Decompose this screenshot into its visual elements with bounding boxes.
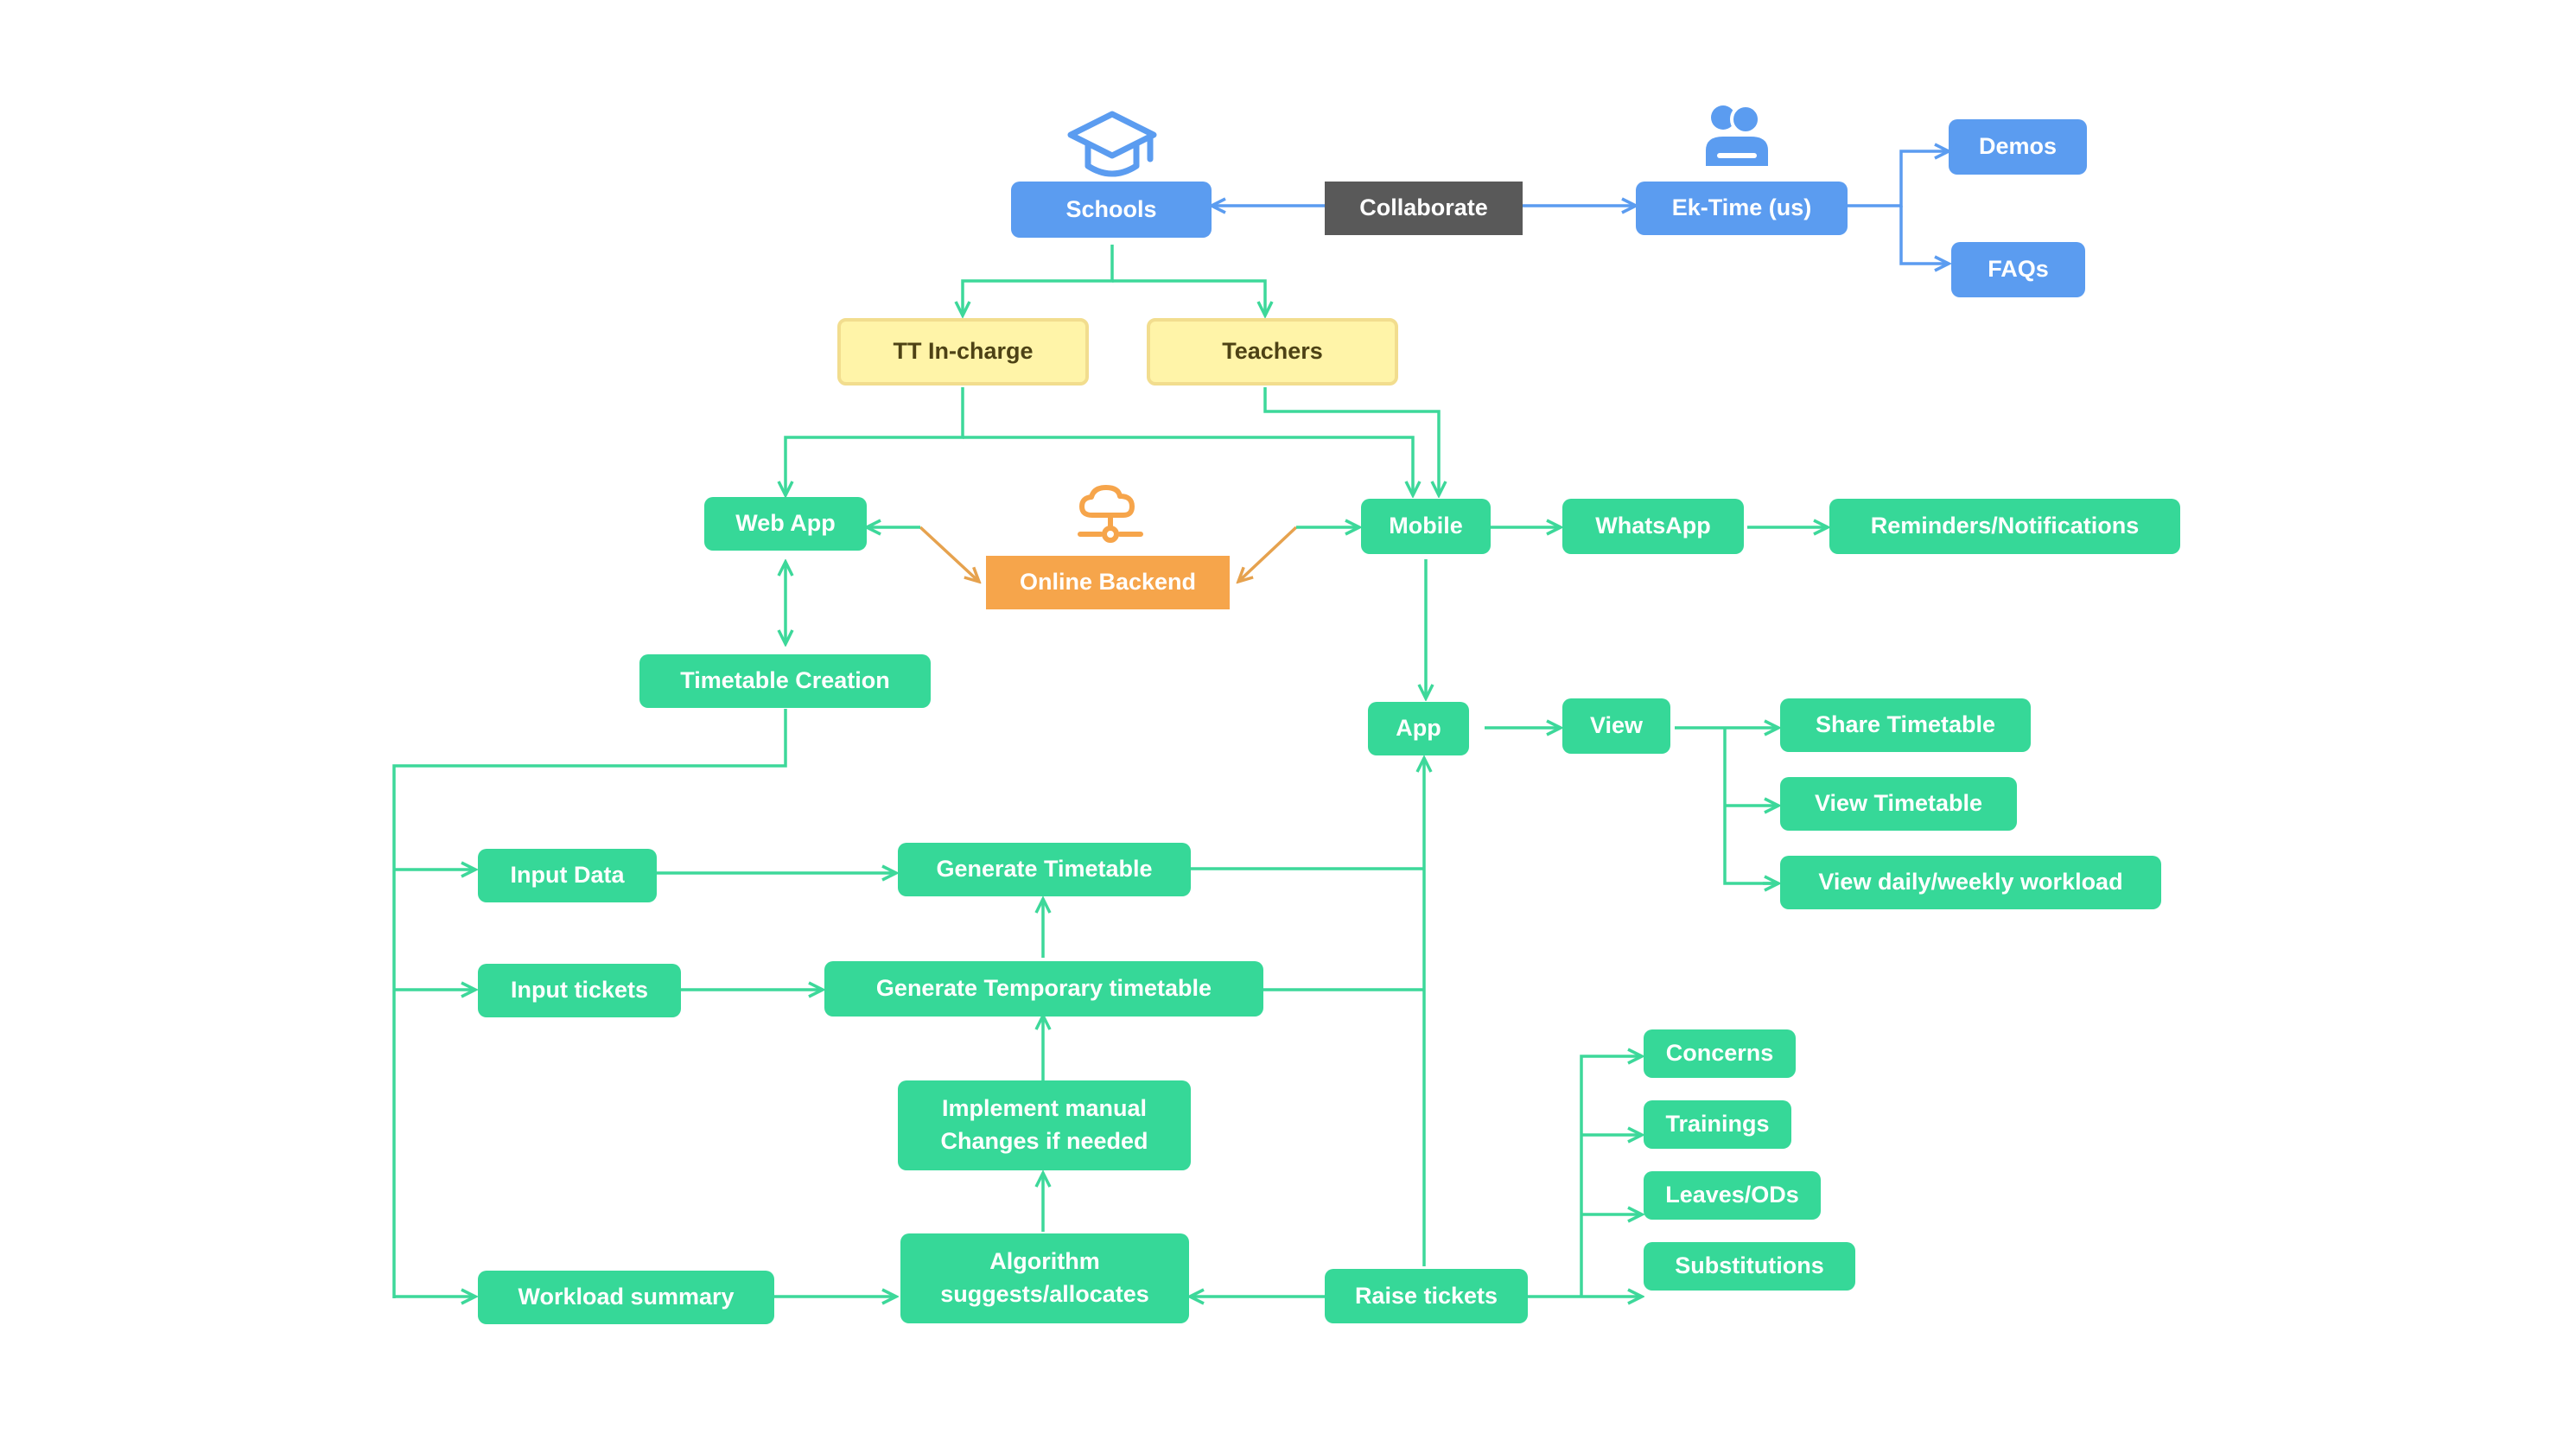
tt-incharge-label: TT In-charge xyxy=(893,338,1034,365)
whatsapp-label: WhatsApp xyxy=(1595,513,1711,539)
generate-temporary-timetable-node[interactable]: Generate Temporary timetable xyxy=(824,961,1263,1017)
input-tickets-label: Input tickets xyxy=(510,977,649,1004)
teachers-node[interactable]: Teachers xyxy=(1147,318,1398,386)
ek-time-node[interactable]: Ek-Time (us) xyxy=(1636,182,1848,235)
view-node[interactable]: View xyxy=(1562,698,1670,754)
demos-node[interactable]: Demos xyxy=(1949,119,2087,175)
graduation-cap-icon xyxy=(1067,111,1157,177)
generate-timetable-node[interactable]: Generate Timetable xyxy=(898,843,1191,896)
whatsapp-node[interactable]: WhatsApp xyxy=(1562,499,1744,554)
edge-ttincharge-webapp xyxy=(786,387,964,495)
view-timetable-label: View Timetable xyxy=(1814,790,1983,817)
tt-incharge-node[interactable]: TT In-charge xyxy=(837,318,1089,386)
timetable-creation-node[interactable]: Timetable Creation xyxy=(639,654,931,708)
collaborate-label: Collaborate xyxy=(1359,194,1488,221)
faqs-label: FAQs xyxy=(1988,256,2049,283)
app-node[interactable]: App xyxy=(1368,702,1469,755)
view-workload-node[interactable]: View daily/weekly workload xyxy=(1780,856,2161,909)
schools-label: Schools xyxy=(1065,195,1157,222)
workload-summary-label: Workload summary xyxy=(518,1284,735,1310)
web-app-label: Web App xyxy=(735,510,836,537)
view-timetable-node[interactable]: View Timetable xyxy=(1780,777,2017,831)
cloud-server-icon xyxy=(1078,485,1143,543)
raise-tickets-node[interactable]: Raise tickets xyxy=(1325,1269,1528,1323)
reminders-label: Reminders/Notifications xyxy=(1870,513,2140,539)
edge-ttincharge-mobile xyxy=(963,436,1413,495)
app-label: App xyxy=(1396,715,1441,742)
share-timetable-node[interactable]: Share Timetable xyxy=(1780,698,2031,752)
ek-time-label: Ek-Time (us) xyxy=(1671,194,1812,221)
edge-creation-trunk xyxy=(392,709,787,1298)
algorithm-label: Algorithm suggests/allocates xyxy=(940,1248,1149,1307)
implement-manual-changes-node[interactable]: Implement manual Changes if needed xyxy=(898,1080,1191,1170)
generate-timetable-label: Generate Timetable xyxy=(936,856,1153,883)
edge-schools-teachers xyxy=(1112,279,1265,315)
online-backend-label: Online Backend xyxy=(1019,569,1197,596)
edge-raise-concerns xyxy=(1580,1056,1642,1297)
implement-manual-changes-label: Implement manual Changes if needed xyxy=(940,1095,1148,1154)
leaves-ods-node[interactable]: Leaves/ODs xyxy=(1644,1171,1821,1220)
substitutions-label: Substitutions xyxy=(1675,1252,1824,1279)
mobile-label: Mobile xyxy=(1389,513,1463,539)
mobile-node[interactable]: Mobile xyxy=(1361,499,1491,554)
trainings-label: Trainings xyxy=(1665,1111,1770,1138)
concerns-node[interactable]: Concerns xyxy=(1644,1029,1796,1078)
demos-label: Demos xyxy=(1978,133,2058,160)
edge-ektime-faqs xyxy=(1899,206,1949,264)
edge-webapp-backend xyxy=(919,526,979,582)
input-tickets-node[interactable]: Input tickets xyxy=(478,964,681,1017)
leaves-ods-label: Leaves/ODs xyxy=(1665,1182,1799,1208)
timetable-creation-label: Timetable Creation xyxy=(680,667,890,694)
view-workload-label: View daily/weekly workload xyxy=(1818,869,2123,895)
input-data-label: Input Data xyxy=(510,862,625,889)
input-data-node[interactable]: Input Data xyxy=(478,849,657,902)
online-backend-node[interactable]: Online Backend xyxy=(986,556,1230,609)
substitutions-node[interactable]: Substitutions xyxy=(1644,1242,1855,1291)
web-app-node[interactable]: Web App xyxy=(704,497,867,551)
algorithm-node[interactable]: Algorithm suggests/allocates xyxy=(900,1233,1189,1323)
faqs-node[interactable]: FAQs xyxy=(1951,242,2085,297)
user-icon xyxy=(1706,104,1768,166)
edge-ektime-demos xyxy=(1848,151,1949,207)
concerns-label: Concerns xyxy=(1665,1040,1774,1067)
share-timetable-label: Share Timetable xyxy=(1815,711,1996,738)
edge-teachers-mobile xyxy=(1263,387,1439,495)
collaborate-node[interactable]: Collaborate xyxy=(1325,182,1523,235)
view-label: View xyxy=(1589,712,1644,739)
schools-node[interactable]: Schools xyxy=(1011,182,1212,238)
teachers-label: Teachers xyxy=(1222,338,1323,365)
edge-mobile-backend xyxy=(1238,526,1298,582)
trainings-node[interactable]: Trainings xyxy=(1644,1100,1791,1149)
edge-view-trunk xyxy=(1723,728,1778,885)
workload-summary-node[interactable]: Workload summary xyxy=(478,1271,774,1324)
reminders-node[interactable]: Reminders/Notifications xyxy=(1829,499,2180,554)
generate-temporary-timetable-label: Generate Temporary timetable xyxy=(875,975,1212,1002)
raise-tickets-label: Raise tickets xyxy=(1354,1282,1498,1309)
edge-schools-ttincharge xyxy=(963,245,1114,315)
